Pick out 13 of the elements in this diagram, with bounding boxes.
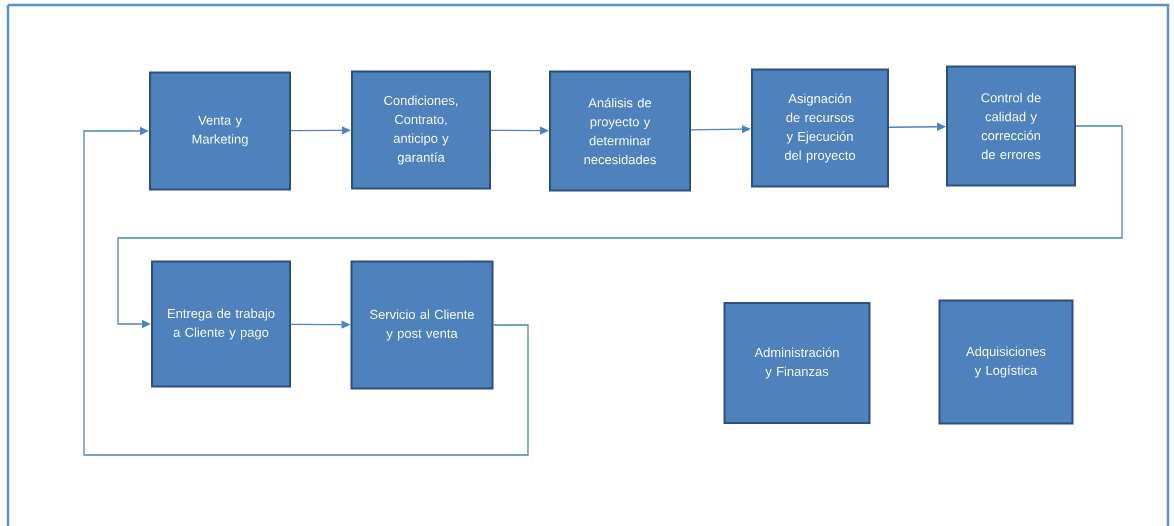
arrow [83,126,529,456]
process-box: Control de calidad y corrección de errores [946,65,1076,187]
process-box: Análisis de proyecto y determinar necesidades [549,70,691,192]
arrow [888,122,946,131]
process-box: Entrega de trabajo a Cliente y pago [151,260,291,388]
process-box: Administración y Finanzas [723,302,871,424]
process-box: Asignación de recursos y Ejecución del proyecto [751,68,889,188]
process-box: Adquisiciones y Logística [938,299,1074,425]
process-box: Venta y Marketing [149,71,291,191]
arrow [490,126,549,135]
process-box: Condiciones, Contrato, anticipo y garantía [351,70,491,190]
process-box: Servicio al Cliente y post venta [350,260,494,390]
arrow [290,126,351,135]
